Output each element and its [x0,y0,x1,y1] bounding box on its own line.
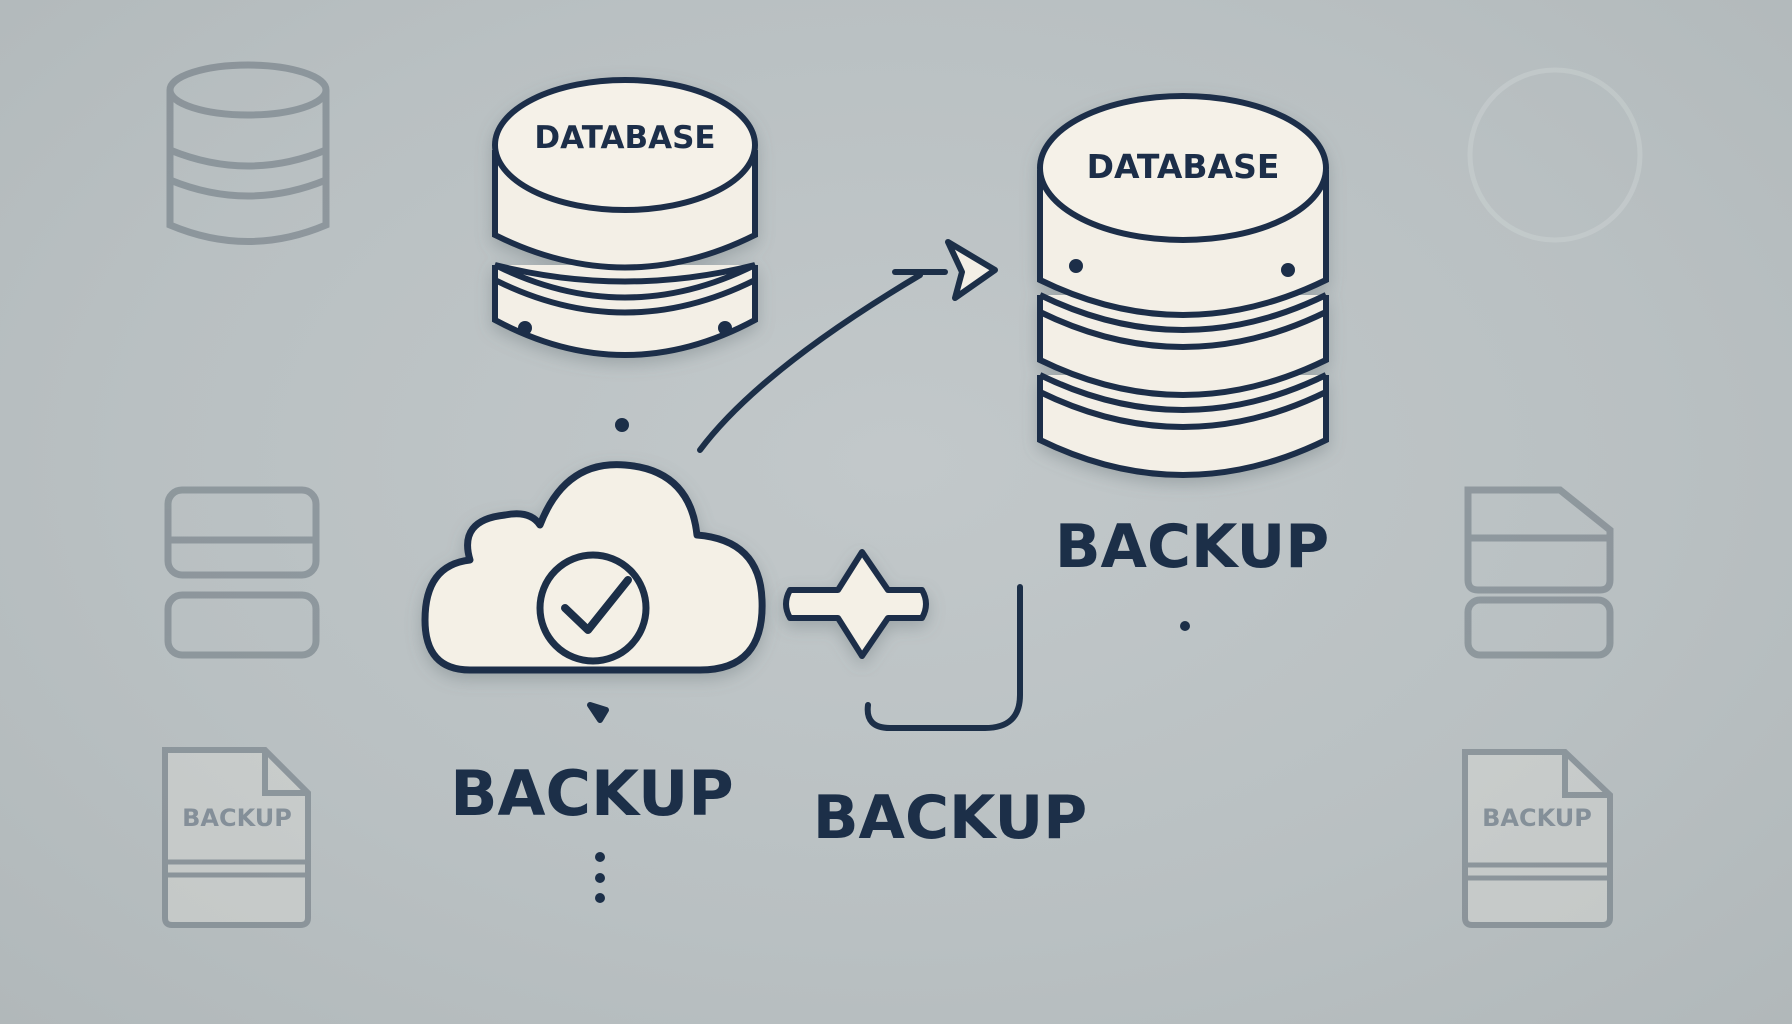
database-label-left: DATABASE [534,120,715,156]
database-label-right: DATABASE [1087,147,1280,186]
faded-circle-icon-top-right [1467,67,1643,243]
arrow-icon-sync [783,549,929,659]
faded-file-icon-right: BACKUP [1462,749,1613,928]
database-icon-left: DATABASE [492,77,758,358]
backup-label-middle: BACKUP [813,783,1087,853]
faded-server-icon-right [1464,486,1614,659]
dotted-line [595,852,605,903]
faded-server-icon-left [164,486,320,659]
connector-marker [587,702,609,723]
backup-label-right: BACKUP [1055,512,1329,582]
backup-label-cloud: BACKUP [450,757,733,830]
check-icon [536,551,650,665]
faded-database-icon-top-left [166,61,330,245]
connector-dot [615,418,629,432]
faded-file-label-right: BACKUP [1482,804,1592,832]
database-icon-right: DATABASE [1037,93,1329,478]
arrow-icon-to-database [697,239,998,453]
connector-line [864,584,1023,731]
faded-file-label-left: BACKUP [182,804,292,832]
faded-file-icon-left: BACKUP [162,747,311,928]
connector-dot [1180,621,1190,631]
